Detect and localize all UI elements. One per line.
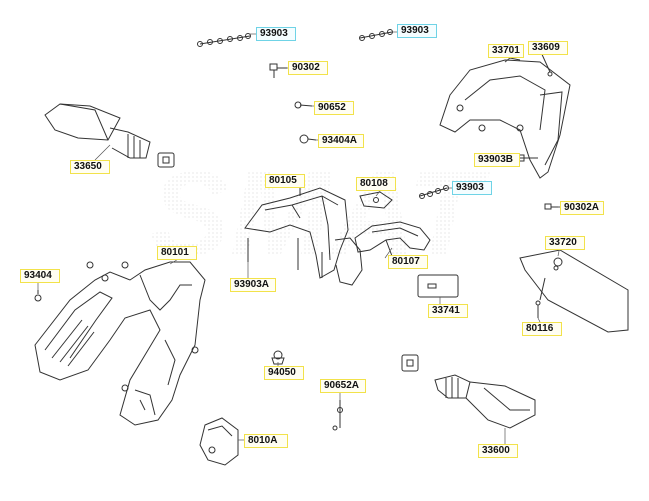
label-80107[interactable]: 80107: [388, 255, 428, 269]
clip-80108[interactable]: [359, 191, 393, 209]
label-93404a[interactable]: 93404A: [318, 134, 364, 148]
reflector-33741[interactable]: [417, 274, 459, 298]
bolt-90302[interactable]: [269, 63, 287, 78]
screw-set-93903-top-left[interactable]: [197, 33, 251, 47]
label-90302a[interactable]: 90302A: [560, 201, 604, 215]
label-93903-middle[interactable]: 93903: [452, 181, 492, 195]
label-90302[interactable]: 90302: [288, 61, 328, 75]
label-33650[interactable]: 33650: [70, 160, 110, 174]
label-93404[interactable]: 93404: [20, 269, 60, 283]
label-33600[interactable]: 33600: [478, 444, 518, 458]
rear-fender-bracket-80105[interactable]: [244, 180, 363, 286]
bolt-80116[interactable]: [535, 300, 541, 318]
label-33720[interactable]: 33720: [545, 236, 585, 250]
screw-90652a[interactable]: [332, 400, 343, 431]
grommet-94050[interactable]: [271, 350, 285, 365]
label-33741[interactable]: 33741: [428, 304, 468, 318]
label-94050[interactable]: 94050: [264, 366, 304, 380]
screw-set-93903-top-center[interactable]: [359, 29, 393, 41]
label-33609[interactable]: 33609: [528, 41, 568, 55]
label-90652[interactable]: 90652: [314, 101, 354, 115]
label-80101[interactable]: 80101: [157, 246, 197, 260]
label-93903b[interactable]: 93903B: [474, 153, 520, 167]
screw-90652[interactable]: [294, 101, 313, 109]
label-80105[interactable]: 80105: [265, 174, 305, 188]
label-93903a[interactable]: 93903A: [230, 278, 276, 292]
label-33701[interactable]: 33701: [488, 44, 524, 58]
label-8010a[interactable]: 8010A: [244, 434, 288, 448]
label-80108[interactable]: 80108: [356, 177, 396, 191]
watermark-logo: SMAT: [150, 147, 490, 281]
label-93903-top-left[interactable]: 93903: [256, 27, 296, 41]
watermark-text: SMAT: [150, 147, 490, 281]
rear-frame-cover-80101[interactable]: [34, 261, 206, 426]
label-90652a[interactable]: 90652A: [320, 379, 366, 393]
bracket-8010a[interactable]: [199, 417, 239, 466]
bolt-90302a[interactable]: [544, 203, 560, 210]
clip-93404[interactable]: [34, 290, 42, 302]
turn-signal-left-33650[interactable]: [44, 103, 175, 168]
label-80116[interactable]: 80116: [522, 322, 562, 336]
screw-set-93903-middle[interactable]: [419, 185, 449, 199]
turn-signal-right-33600[interactable]: [401, 354, 536, 429]
license-plate-holder-33720[interactable]: [519, 249, 629, 333]
label-93903-top-center[interactable]: 93903: [397, 24, 437, 38]
clip-93404a[interactable]: [299, 134, 317, 144]
